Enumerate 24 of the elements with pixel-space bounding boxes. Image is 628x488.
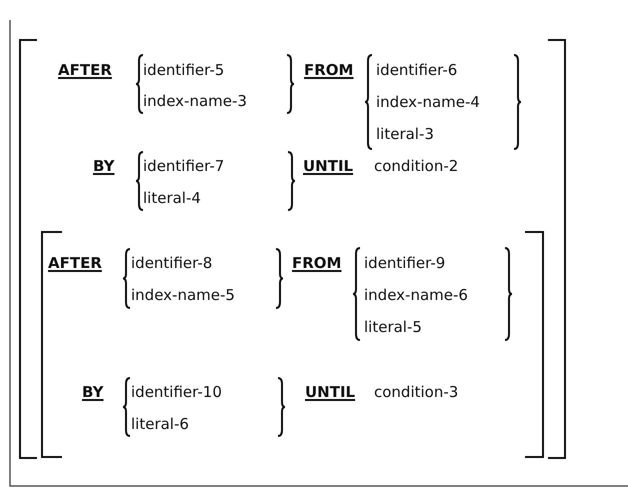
syntax-term: index-name-5 (131, 286, 235, 304)
keyword: UNTIL (305, 383, 356, 401)
syntax-term: index-name-4 (376, 93, 480, 111)
syntax-term: index-name-6 (364, 286, 468, 304)
syntax-term: condition-2 (374, 157, 458, 175)
syntax-term: identifier-6 (376, 61, 458, 79)
keyword: FROM (304, 61, 354, 79)
syntax-term: index-name-3 (143, 92, 247, 110)
syntax-term: identifier-9 (364, 254, 446, 272)
syntax-term: identifier-8 (131, 254, 212, 272)
keyword: FROM (292, 254, 342, 272)
keyword: UNTIL (303, 157, 354, 175)
syntax-term: identifier-10 (131, 383, 222, 401)
keyword: AFTER (48, 254, 102, 272)
syntax-term: literal-3 (376, 125, 434, 143)
syntax-term: literal-6 (131, 415, 189, 433)
syntax-term: literal-4 (143, 189, 201, 207)
syntax-term: identifier-5 (143, 61, 224, 79)
syntax-term: identifier-7 (143, 157, 224, 175)
syntax-term: condition-3 (374, 383, 458, 401)
keyword: AFTER (58, 61, 112, 79)
keyword: BY (82, 383, 104, 401)
keyword: BY (93, 157, 114, 175)
syntax-term: literal-5 (364, 318, 422, 336)
